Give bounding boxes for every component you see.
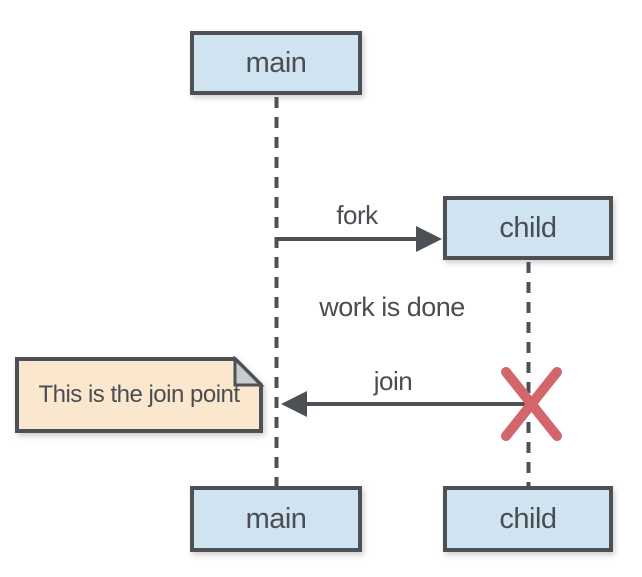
- fork-arrowhead-icon: [416, 226, 442, 252]
- status-text: work is done: [319, 292, 465, 322]
- message-label-join: join: [373, 366, 413, 396]
- join-arrowhead-icon: [281, 391, 307, 417]
- participant-box-main-top: main: [190, 31, 362, 95]
- participant-box-child-bottom: child: [443, 486, 613, 552]
- message-label-fork: fork: [336, 200, 378, 230]
- note-text: This is the join point: [38, 381, 240, 408]
- participant-box-main-bottom: main: [190, 486, 362, 552]
- participant-label-main-top: main: [245, 46, 307, 79]
- destroy-x-icon: [501, 367, 562, 441]
- participant-box-child-top: child: [443, 196, 613, 260]
- participant-label-child-bottom: child: [499, 502, 557, 535]
- participant-label-main-bottom: main: [245, 502, 307, 535]
- participant-label-child-top: child: [499, 211, 557, 244]
